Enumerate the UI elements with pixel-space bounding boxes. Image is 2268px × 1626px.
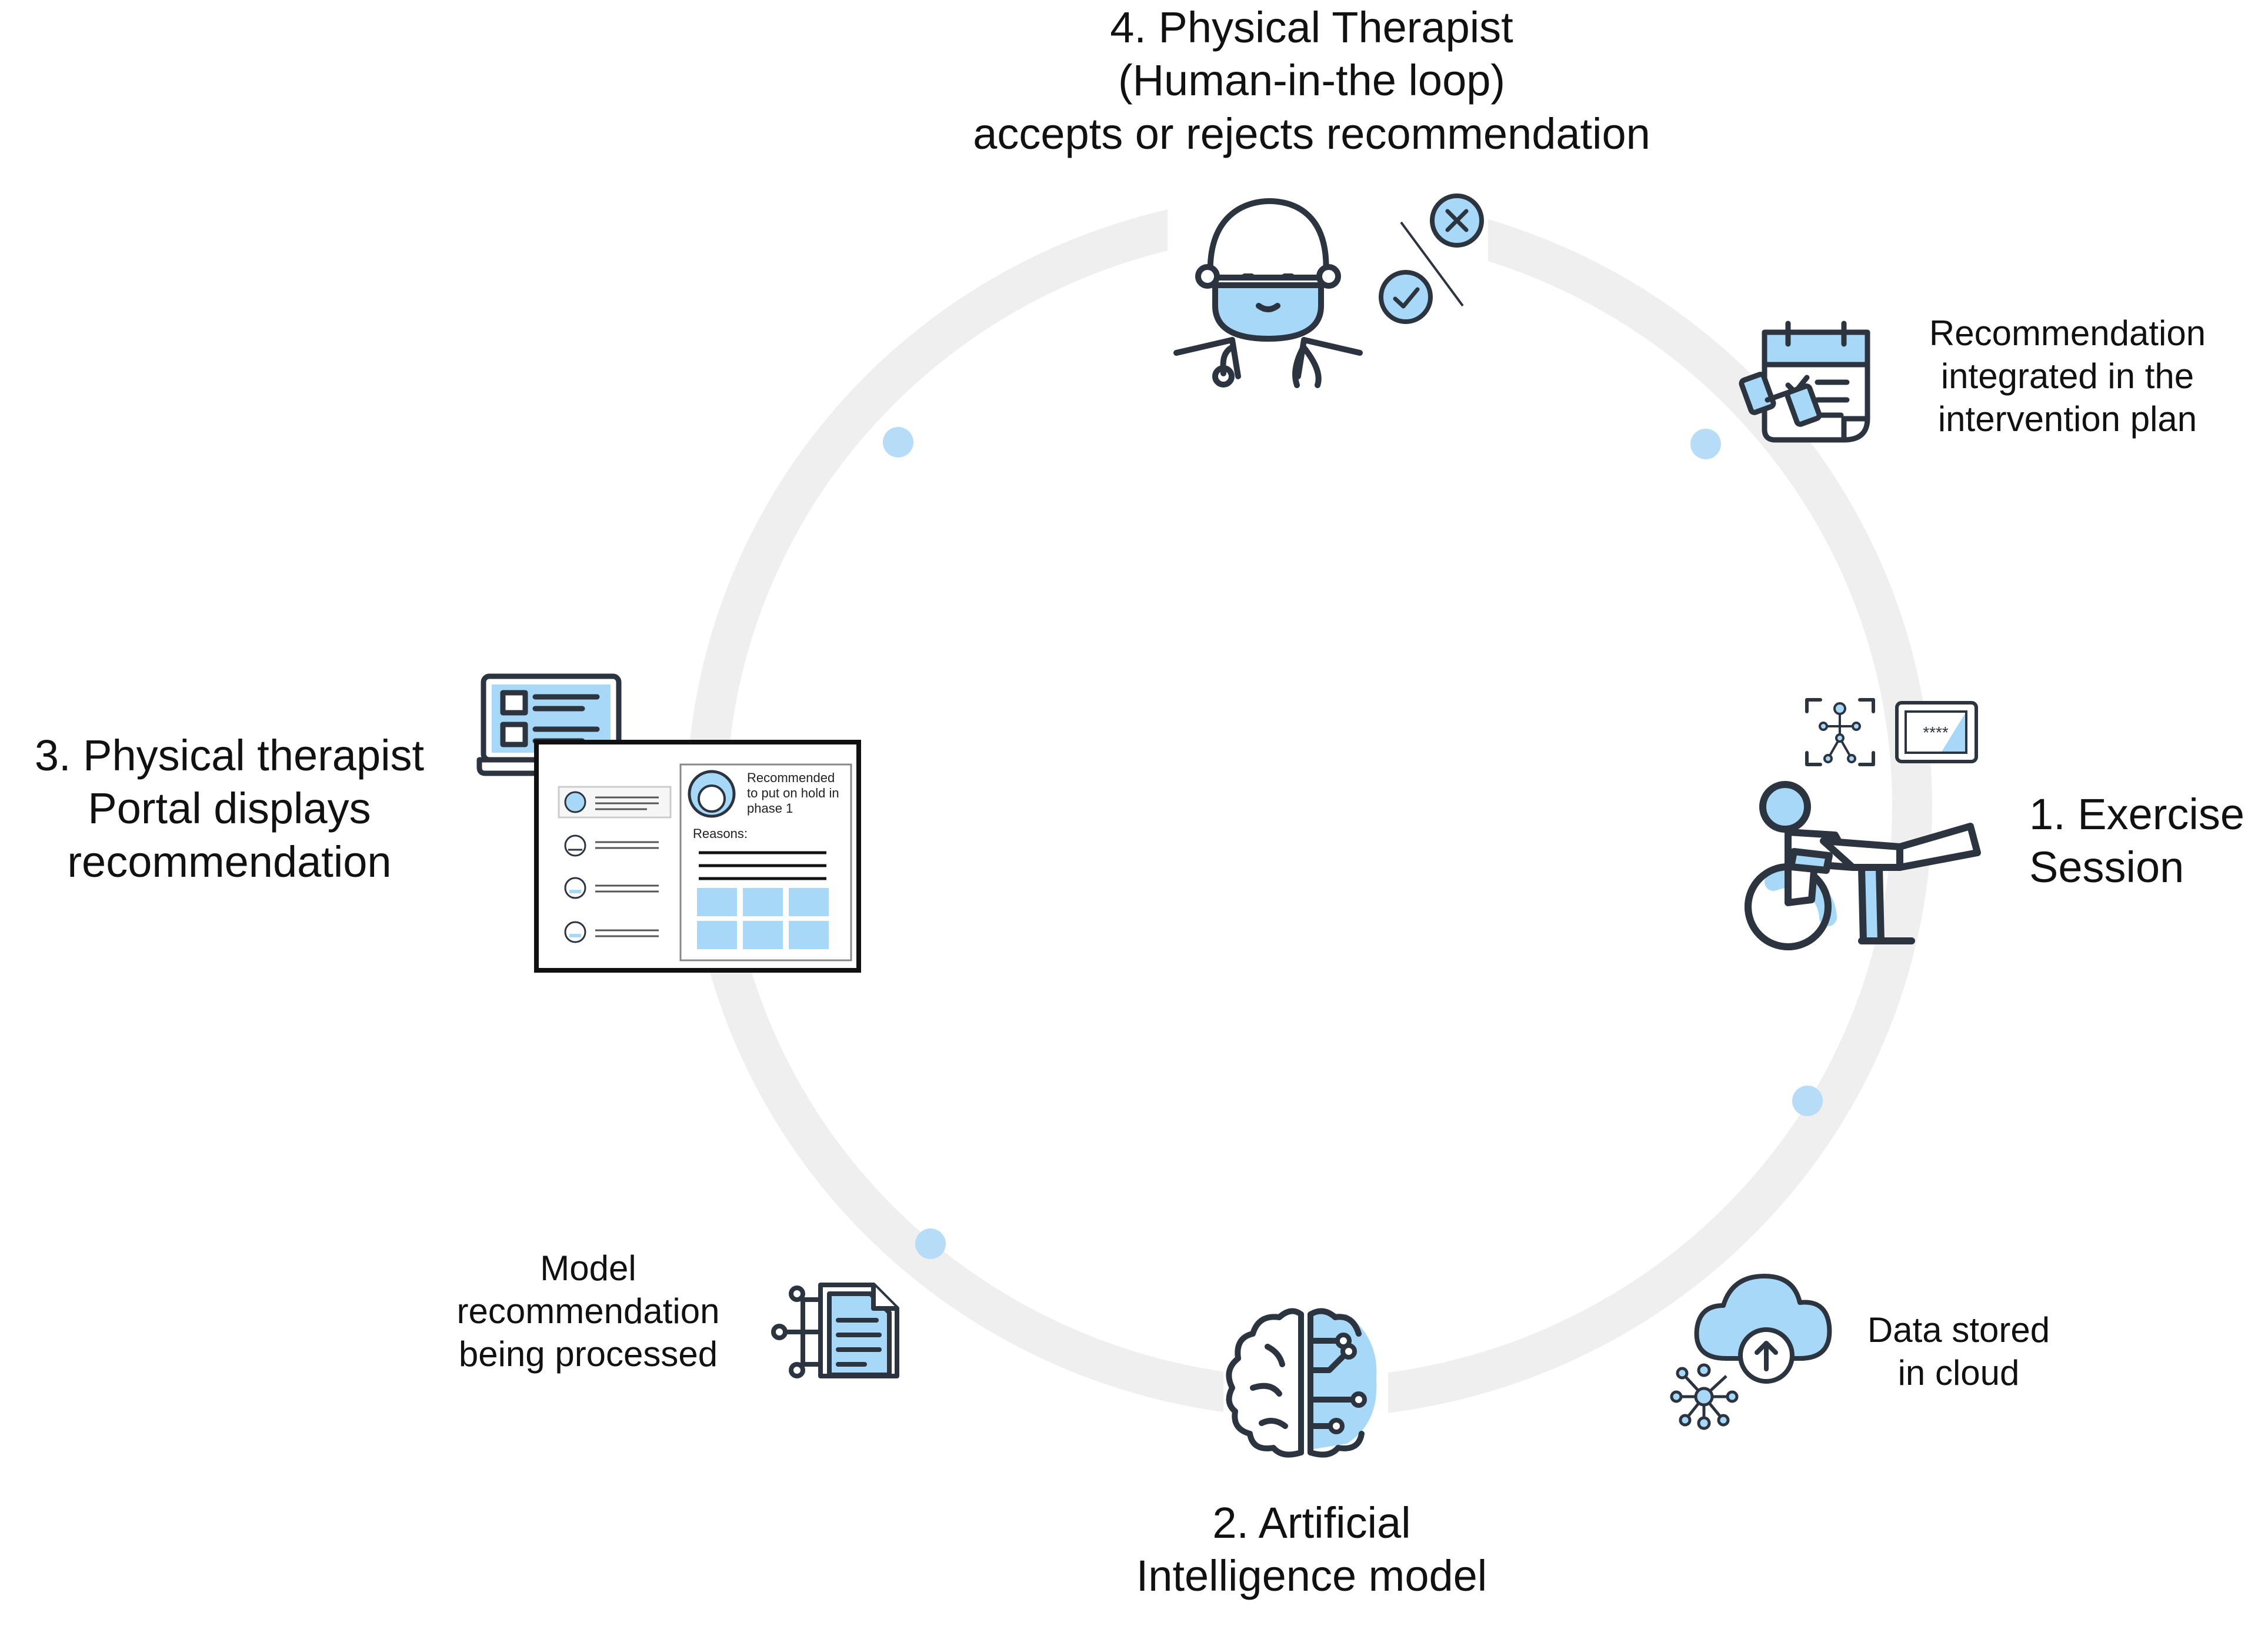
accept-icon xyxy=(1379,270,1433,324)
note-line: integrated in the xyxy=(1940,356,2194,396)
step-4-line: 4. Physical Therapist xyxy=(1110,3,1513,52)
card-text-line: phase 1 xyxy=(747,801,793,816)
note-line: Data stored xyxy=(1867,1310,2050,1350)
reject-icon xyxy=(1430,193,1484,248)
patient-list xyxy=(558,786,672,943)
network-icon xyxy=(1670,1363,1739,1430)
note-line: recommendation xyxy=(456,1291,720,1331)
step-3-line: Portal displays xyxy=(88,784,371,833)
step-2-line: Intelligence model xyxy=(1136,1551,1487,1601)
exercise-person-icon xyxy=(1745,781,1981,950)
document-processing-icon xyxy=(771,1283,899,1378)
note-line: being processed xyxy=(458,1334,718,1374)
step-4-line: accepts or rejects recommendation xyxy=(973,109,1650,158)
step-3-label: 3. Physical therapist Portal displays re… xyxy=(0,729,459,889)
reason-tiles xyxy=(697,888,829,949)
tablet-text: **** xyxy=(1923,723,1949,742)
step-2-line: 2. Artificial xyxy=(1212,1498,1411,1547)
ring-dot xyxy=(915,1228,946,1259)
data-cloud-note: Data stored in cloud xyxy=(1841,1308,2076,1394)
step-2-label: 2. Artificial Intelligence model xyxy=(1076,1497,1547,1603)
ring-dot xyxy=(883,427,913,458)
model-processing-note: Model recommendation being processed xyxy=(412,1247,765,1376)
note-line: Model xyxy=(540,1248,636,1288)
step-4-line: (Human-in-the loop) xyxy=(1118,56,1506,105)
cloud-upload-icon xyxy=(1694,1274,1832,1384)
portal-screen-icon: Recommended to put on hold in phase 1 Re… xyxy=(534,740,861,973)
intervention-plan-note: Recommendation integrated in the interve… xyxy=(1891,312,2244,441)
card-text-line: Recommended xyxy=(747,770,835,785)
note-line: intervention plan xyxy=(1937,399,2197,439)
skeleton-tracking-icon xyxy=(1805,698,1875,766)
note-line: Recommendation xyxy=(1929,313,2206,353)
separator-slash xyxy=(1400,221,1464,307)
step-3-line: recommendation xyxy=(67,837,392,886)
ring-dot xyxy=(1690,429,1721,459)
step-3-line: 3. Physical therapist xyxy=(34,731,425,780)
step-1-label: 1. Exercise Session xyxy=(2029,788,2264,894)
calendar-plan-icon xyxy=(1739,320,1870,443)
ring-dot xyxy=(1792,1086,1823,1116)
step-4-label: 4. Physical Therapist (Human-in-the loop… xyxy=(894,1,1729,161)
ai-brain-icon xyxy=(1223,1297,1388,1467)
step-1-line: Session xyxy=(2029,843,2184,892)
reasons-label: Reasons: xyxy=(693,826,748,841)
ring-dots xyxy=(883,427,1823,1259)
tablet-icon: **** xyxy=(1895,701,1978,763)
card-text-line: to put on hold in xyxy=(747,786,839,800)
cycle-ring xyxy=(686,193,1932,1418)
note-line: in cloud xyxy=(1897,1353,2020,1393)
step-1-line: 1. Exercise xyxy=(2029,790,2245,839)
